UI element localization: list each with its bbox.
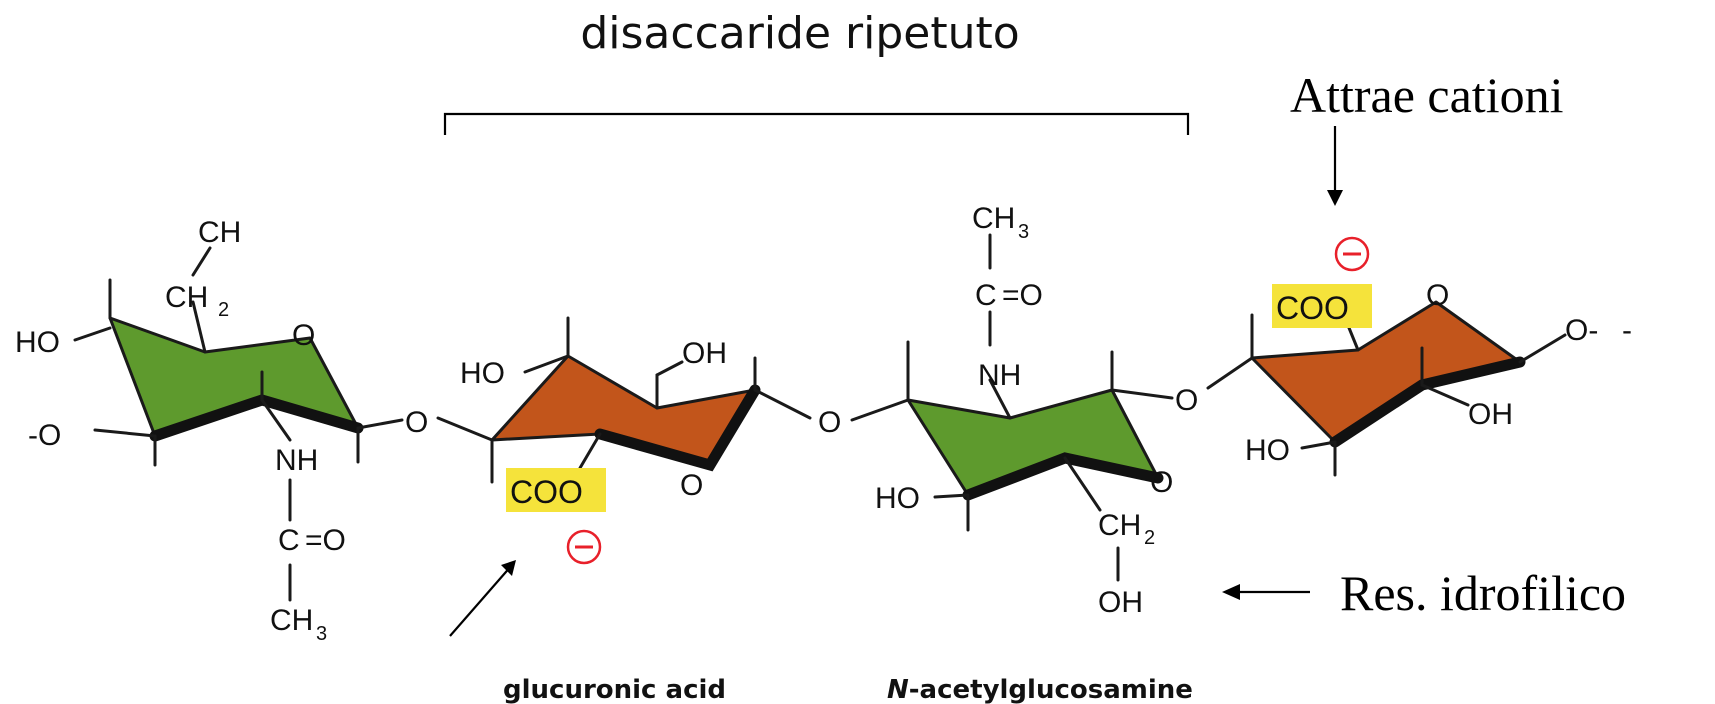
- cations-arrowhead: [1327, 190, 1343, 206]
- n-acetylglucosamine-label: N-acetylglucosamine: [887, 675, 1193, 704]
- r2-ring-o: O: [680, 469, 703, 502]
- cations-label: Attrae cationi: [1290, 67, 1564, 123]
- coo-pointer-arrowhead: [501, 560, 516, 576]
- repeat-bracket: [443, 112, 1190, 135]
- r4-ring-o: O: [1426, 279, 1449, 312]
- r1-ch: CH: [198, 216, 241, 249]
- r1-ch3-sub: 3: [316, 623, 327, 645]
- r3-eq-o: =O: [1002, 279, 1043, 312]
- r2-negative-charge-icon: [566, 529, 602, 565]
- r3-ch3: CH: [972, 202, 1015, 235]
- bridge-o-2: O: [818, 406, 841, 439]
- hydrophilic-arrowhead: [1222, 584, 1240, 600]
- r3-oh: OH: [1098, 586, 1143, 619]
- r1-ho: HO: [15, 326, 60, 359]
- residue-3-glcnac: NH C =O CH 3 O HO CH 2 OH: [875, 202, 1174, 619]
- r1-ch3: CH: [270, 604, 313, 637]
- r3-ho: HO: [875, 482, 920, 515]
- title: disaccaride ripetuto: [580, 8, 1019, 59]
- r3-ring-o: O: [1150, 466, 1173, 499]
- glucuronic-acid-label: glucuronic acid: [503, 675, 726, 704]
- r1-c: C: [278, 524, 300, 557]
- r4-oh: OH: [1468, 398, 1513, 431]
- r1-ch2-sub: 2: [218, 299, 229, 321]
- hydrophilic-label: Res. idrofilico: [1340, 565, 1626, 621]
- r1-eq-o: =O: [305, 524, 346, 557]
- r4-o-right: O-: [1565, 314, 1598, 347]
- r1-ch2: CH: [165, 281, 208, 314]
- r4-coo-highlight: [1272, 284, 1372, 328]
- residue-1-glcnac: CH CH 2 O HO -O NH C =O CH 3: [15, 216, 404, 645]
- r1-o-left: -O: [28, 419, 61, 452]
- r4-negative-charge-icon: [1334, 236, 1370, 272]
- bridge-o-3: O: [1175, 384, 1198, 417]
- r1-nh: NH: [275, 444, 318, 477]
- r2-coo-highlight: [506, 468, 606, 512]
- r3-ch2: CH: [1098, 509, 1141, 542]
- r2-coo: COO: [510, 474, 583, 510]
- residue-2-glucuronic: HO OH O COO: [460, 316, 812, 565]
- r1-ring-o: O: [292, 319, 315, 352]
- r4-ho: HO: [1245, 434, 1290, 467]
- r2-oh: OH: [682, 337, 727, 370]
- residue-4-glucuronic: COO O OH HO O- -: [1245, 236, 1632, 477]
- ring-3: [906, 388, 1160, 497]
- bridge-o-1: O: [405, 406, 428, 439]
- r3-ch3-sub: 3: [1018, 221, 1029, 243]
- r4-dash-right: -: [1622, 314, 1632, 347]
- r3-ch2-sub: 2: [1144, 527, 1155, 549]
- r3-nh: NH: [978, 359, 1021, 392]
- r3-c: C: [975, 279, 997, 312]
- coo-pointer-arrow: [449, 564, 513, 637]
- r2-ho: HO: [460, 357, 505, 390]
- r4-coo: COO: [1276, 290, 1349, 326]
